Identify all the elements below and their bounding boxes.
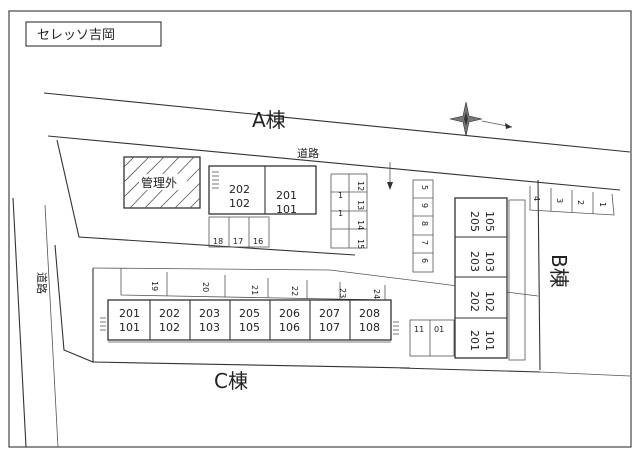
building-c: 201 101 202 102 203 103 205 105 206 106 … [100,299,399,343]
unit-b-103: 103 [483,251,496,272]
unit-a-202: 202 [229,183,250,196]
parking-slot: 11 [414,325,424,334]
unit-a-101: 101 [276,203,297,216]
parking-row-a: 18 17 16 [208,216,270,248]
road-label-left: 道路 [35,272,49,294]
unit-b-102: 102 [483,291,496,312]
management-excluded-area: 管理外 [123,156,201,209]
parking-row-c: 19 20 21 22 23 24 [120,268,386,301]
unit-c-208: 208 [359,307,380,320]
parking-slot: 20 [201,282,210,292]
parking-slot: 17 [233,237,243,246]
unit-c-103: 103 [199,321,220,334]
parking-slot: 1 [598,202,607,207]
unit-c-203: 203 [199,307,220,320]
parking-slot: 3 [555,198,564,203]
parking-slot: 24 [372,289,381,299]
road-edge-upper [43,92,631,153]
parking-slot: 22 [290,286,299,296]
parking-slot: 6 [420,258,429,263]
parking-slot: 1 [338,209,343,218]
road-edge-left-outer [12,197,27,448]
boundary-left [54,244,94,363]
unit-c-106: 106 [279,321,300,334]
storage-box: 11 01 [409,319,455,357]
parking-slot: 12 [356,181,365,191]
unit-c-201: 201 [119,307,140,320]
building-c-label: C棟 [214,369,248,393]
compass-icon [449,101,513,137]
unit-c-206: 206 [279,307,300,320]
road-label-top: 道路 [297,146,319,160]
unit-a-102: 102 [229,197,250,210]
unit-c-207: 207 [319,307,340,320]
unit-b-201: 201 [468,330,481,351]
parking-slot: 14 [356,220,365,230]
unit-b-203: 203 [468,251,481,272]
building-b-label: B棟 [547,254,571,288]
unit-b-105: 105 [483,211,496,232]
unit-c-202: 202 [159,307,180,320]
title-box [25,21,162,47]
parking-slot: 2 [576,200,585,205]
road-edge-lower [47,135,621,191]
unit-c-105: 105 [239,321,260,334]
parking-slot: 18 [213,237,223,246]
unit-c-107: 107 [319,321,340,334]
parking-slot: 01 [434,325,444,334]
parking-slot: 13 [356,200,365,210]
parking-row-right: 4 3 2 1 [529,186,615,216]
parking-col-b: 5 9 8 7 6 [412,179,434,273]
parking-slot: 4 [532,196,541,201]
parking-slot: 1 [338,191,343,200]
unit-b-101: 101 [483,330,496,351]
map-border [8,10,632,448]
building-b: 205 105 203 103 202 102 201 101 [454,197,526,361]
unit-c-101: 101 [119,321,140,334]
boundary-a [56,139,356,256]
management-label: 管理外 [141,175,177,190]
parking-slot: 16 [253,237,263,246]
unit-b-202: 202 [468,291,481,312]
parking-slot: 7 [420,240,429,245]
parking-slot: 19 [150,281,159,291]
parking-slot: 5 [420,185,429,190]
building-a: 202 102 201 101 [208,165,317,216]
parking-slot: 21 [250,285,259,295]
parking-slot: 9 [420,203,429,208]
parking-slot: 15 [356,239,365,249]
parking-slot: 8 [420,221,429,226]
unit-b-205: 205 [468,211,481,232]
building-a-label: A棟 [252,108,286,132]
unit-c-205: 205 [239,307,260,320]
parking-slot: 23 [338,288,347,298]
unit-a-201: 201 [276,189,297,202]
unit-c-102: 102 [159,321,180,334]
parking-col-a1: 15 14 13 12 1 1 [330,173,368,249]
unit-c-108: 108 [359,321,380,334]
property-title: セレッソ吉岡 [37,28,115,43]
